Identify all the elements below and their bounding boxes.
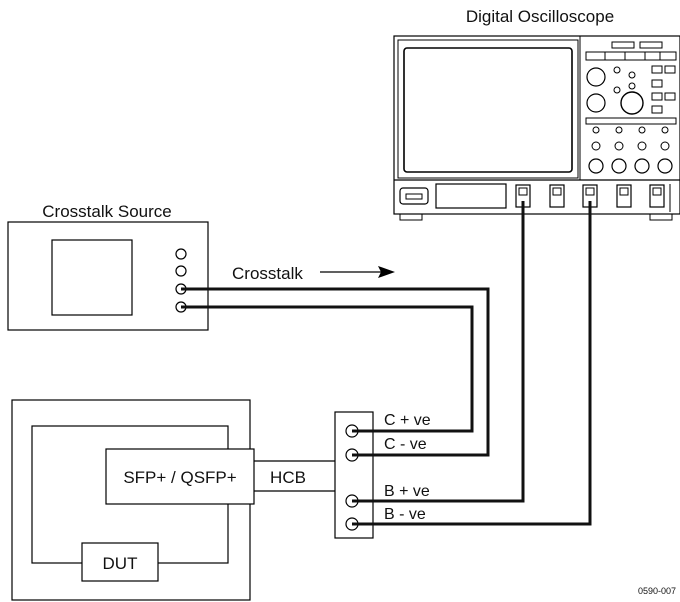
cable-scope-b-plus	[352, 201, 525, 503]
c-plus-label: C + ve	[384, 412, 431, 429]
dut-label: DUT	[103, 554, 138, 573]
cable-crosstalk-c-minus	[181, 287, 490, 457]
b-plus-label: B + ve	[384, 483, 430, 500]
cable-crosstalk-c-plus	[181, 305, 474, 433]
cable-scope-b-minus	[352, 201, 592, 526]
figure-id: 0590-007	[638, 586, 676, 596]
oscilloscope-title: Digital Oscilloscope	[466, 7, 614, 26]
oscilloscope-icon	[393, 35, 680, 221]
arrow-right-icon	[320, 266, 395, 278]
sfp-label: SFP+ / QSFP+	[123, 468, 236, 487]
c-minus-label: C - ve	[384, 436, 427, 453]
crosstalk-source-title: Crosstalk Source	[42, 202, 171, 221]
b-minus-label: B - ve	[384, 506, 426, 523]
sfp-module	[105, 448, 255, 505]
dut-box	[81, 542, 159, 582]
hcb-label: HCB	[270, 468, 306, 487]
crosstalk-arrow-label: Crosstalk	[232, 264, 303, 283]
signal-generator-icon	[7, 221, 209, 331]
